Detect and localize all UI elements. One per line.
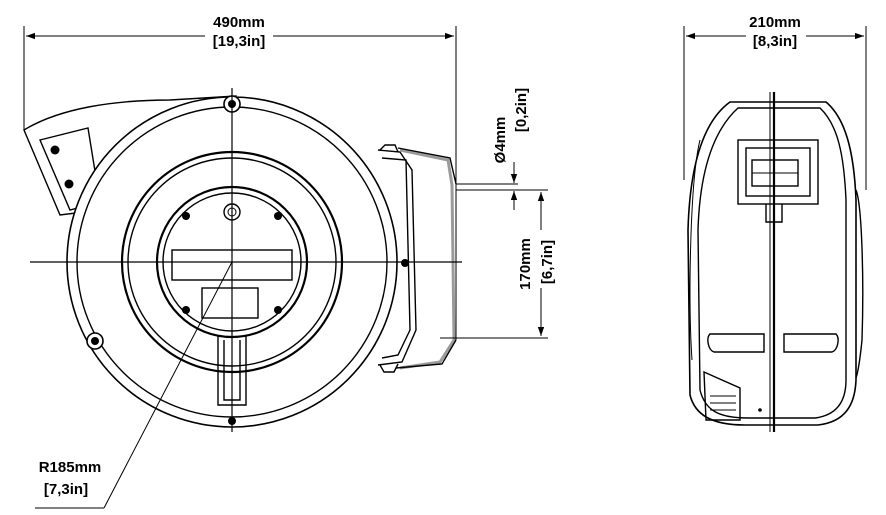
- diameter-mm-label: Ø4mm: [492, 117, 509, 164]
- dim-radius: R185mm [7,3in]: [39, 459, 102, 498]
- mount-hole: [50, 145, 60, 155]
- width-mm-label: 490mm: [213, 14, 265, 31]
- mount-hole: [64, 179, 74, 189]
- dim-diameter: Ø4mm [0,2in]: [456, 88, 548, 210]
- radius-in-label: [7,3in]: [44, 481, 88, 498]
- dim-width-front: 490mm [19,3in]: [23, 14, 457, 184]
- front-view: [23, 88, 462, 509]
- dim-width-side: 210mm [8,3in]: [683, 14, 867, 190]
- width-in-label: [19,3in]: [213, 33, 266, 50]
- side-view: [687, 92, 864, 432]
- dim-height: 170mm [6,7in]: [440, 192, 556, 339]
- radius-mm-label: R185mm: [39, 459, 102, 476]
- height-in-label: [6,7in]: [539, 240, 556, 284]
- height-mm-label: 170mm: [517, 238, 534, 290]
- diameter-in-label: [0,2in]: [513, 88, 530, 132]
- side-width-mm-label: 210mm: [749, 14, 801, 31]
- side-width-in-label: [8,3in]: [753, 33, 797, 50]
